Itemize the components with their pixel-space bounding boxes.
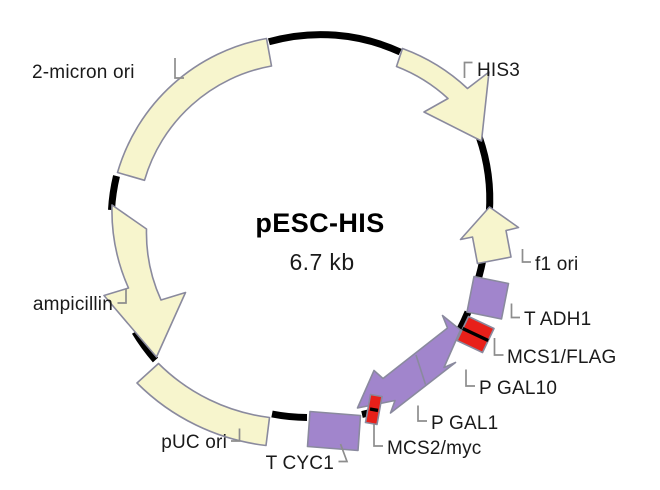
feature-t-adh1[interactable] bbox=[466, 275, 510, 320]
feature-his3[interactable] bbox=[395, 47, 490, 142]
feature-t-cyc1[interactable] bbox=[306, 410, 362, 452]
leader-p-gal1 bbox=[417, 405, 427, 422]
t-cyc1-shape[interactable] bbox=[306, 410, 362, 452]
label-f1-ori: f1 ori bbox=[535, 254, 578, 275]
feature-puc-ori[interactable] bbox=[136, 362, 271, 447]
feature-gal-bidirectional-promoter[interactable] bbox=[356, 314, 462, 414]
t-adh1-shape[interactable] bbox=[466, 275, 510, 320]
ampicillin-shape[interactable] bbox=[103, 204, 187, 358]
label-his3: HIS3 bbox=[477, 60, 520, 81]
leader-his3 bbox=[463, 61, 473, 78]
p-gal1-p-gal10-shape[interactable] bbox=[356, 314, 462, 414]
label-p-gal1: P GAL1 bbox=[431, 413, 498, 434]
leader-t-cyc1 bbox=[338, 443, 349, 463]
feature-mcs1-flag[interactable] bbox=[456, 315, 495, 354]
leader-mcs1-flag bbox=[493, 338, 504, 356]
label-2-micron-ori: 2-micron ori bbox=[32, 62, 135, 83]
leader-p-gal10 bbox=[465, 369, 475, 387]
feature-2-micron-ori[interactable] bbox=[116, 37, 273, 182]
his3-shape[interactable] bbox=[395, 47, 490, 142]
label-ampicillin: ampicillin bbox=[33, 294, 113, 315]
label-mcs1-flag: MCS1/FLAG bbox=[507, 347, 617, 368]
leader-lines bbox=[117, 58, 531, 463]
leader-mcs2-myc bbox=[373, 424, 383, 447]
mcs1-flag-stripe bbox=[461, 326, 489, 343]
puc-ori-shape[interactable] bbox=[136, 362, 271, 447]
leader-puc-ori bbox=[231, 428, 241, 442]
label-t-cyc1: T CYC1 bbox=[266, 453, 334, 474]
leader-ampicillin bbox=[117, 289, 127, 304]
plasmid-size: 6.7 kb bbox=[289, 249, 354, 275]
leader-f1-ori bbox=[521, 249, 531, 263]
backbone-segment-top bbox=[267, 31, 402, 56]
label-puc-ori: pUC ori bbox=[161, 432, 227, 453]
2-micron-ori-shape[interactable] bbox=[116, 37, 273, 182]
feature-f1-ori[interactable] bbox=[459, 206, 520, 265]
feature-ampicillin[interactable] bbox=[103, 204, 187, 358]
leader-2-micron-ori bbox=[174, 58, 184, 79]
leader-t-adh1 bbox=[510, 303, 520, 319]
mcs2-myc-stripe bbox=[369, 407, 379, 413]
backbone-segment-his3-f1 bbox=[475, 135, 494, 214]
label-mcs2-myc: MCS2/myc bbox=[387, 438, 482, 459]
feature-mcs2-myc[interactable] bbox=[364, 393, 383, 426]
gal-promoter-divider bbox=[415, 354, 427, 385]
label-p-gal10: P GAL10 bbox=[479, 378, 557, 399]
plasmid-name: pESC-HIS bbox=[255, 208, 384, 238]
label-t-adh1: T ADH1 bbox=[524, 309, 591, 330]
f1-ori-shape[interactable] bbox=[459, 206, 520, 265]
backbone-segment-tcyc1-puc bbox=[271, 410, 308, 421]
